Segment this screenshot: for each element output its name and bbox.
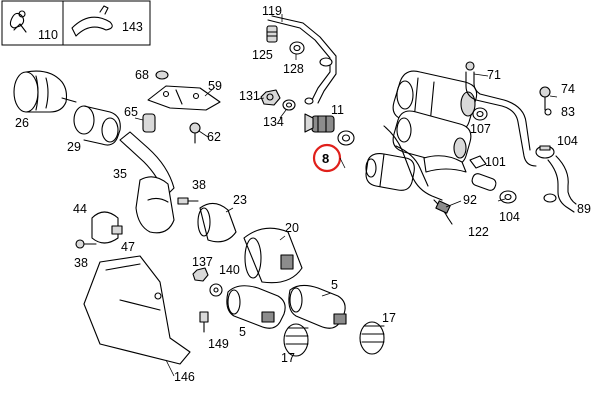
- clip-part-icon: [9, 10, 27, 33]
- callout-5-left: 5: [239, 325, 246, 339]
- callout-38-upper: 38: [192, 178, 206, 192]
- callout-68: 68: [135, 68, 149, 82]
- bolt-74: [539, 86, 551, 111]
- callout-59: 59: [208, 79, 222, 93]
- fuel-filter-20: [243, 227, 303, 284]
- callout-143: 143: [122, 20, 143, 34]
- washer-128: [289, 41, 305, 55]
- callout-119: 119: [262, 4, 282, 18]
- callout-140: 140: [219, 263, 240, 277]
- callout-149: 149: [208, 337, 229, 351]
- washer-134: [282, 99, 296, 111]
- sleeve-23: [197, 202, 237, 243]
- callout-38-lower: 38: [74, 256, 88, 270]
- callout-62: 62: [207, 130, 221, 144]
- callout-20: 20: [285, 221, 299, 235]
- callout-83: 83: [561, 105, 575, 119]
- callout-128: 128: [283, 62, 304, 76]
- callout-104-upper: 104: [557, 134, 578, 148]
- hose-89: [543, 155, 577, 213]
- clamp-44: [91, 211, 123, 244]
- lock-washer-140: [209, 283, 223, 297]
- callout-26: 26: [15, 116, 29, 130]
- callout-8: 8: [322, 151, 329, 166]
- fuel-pump-5-right: [288, 284, 347, 329]
- callout-122: 122: [468, 225, 489, 239]
- fuel-pump-5-left: [226, 285, 286, 329]
- callout-44: 44: [73, 202, 87, 216]
- banjo-bolt-125: [266, 25, 278, 43]
- callout-137: 137: [192, 255, 213, 269]
- screw-149: [199, 311, 209, 333]
- callout-104-lower: 104: [499, 210, 520, 224]
- callout-65: 65: [124, 105, 138, 119]
- damper-17-right: [359, 321, 385, 355]
- clamp-104-upper: [535, 145, 555, 159]
- hose-clamp-group: [423, 155, 487, 173]
- nut-137: [192, 267, 209, 282]
- legend-panel: 110 143: [1, 0, 151, 46]
- callout-29: 29: [67, 140, 81, 154]
- callout-71: 71: [487, 68, 501, 82]
- clamp-107: [472, 107, 488, 121]
- callout-11: 11: [331, 103, 344, 117]
- wiring-92: [383, 125, 453, 225]
- fuel-line-119: [267, 15, 337, 105]
- callout-17-left: 17: [281, 351, 295, 365]
- screw-38-upper: [177, 197, 199, 205]
- bracket-35: [119, 131, 175, 234]
- callout-89: 89: [577, 202, 591, 216]
- callout-74: 74: [561, 82, 575, 96]
- callout-23: 23: [233, 193, 247, 207]
- bracket-59: [147, 85, 221, 111]
- cable-tie-part-icon: [71, 5, 113, 37]
- leader-lines: [134, 54, 558, 377]
- callout-47: 47: [121, 240, 135, 254]
- callout-35: 35: [113, 167, 127, 181]
- fitting-11: [304, 113, 335, 133]
- callout-131: 131: [239, 89, 260, 103]
- callout-146: 146: [174, 370, 195, 384]
- callout-134: 134: [263, 115, 284, 129]
- damper-65: [142, 113, 156, 133]
- fuel-pump-lower: [365, 153, 415, 191]
- callout-92: 92: [463, 193, 477, 207]
- bolt-83: [544, 108, 552, 116]
- screw-62: [189, 122, 201, 144]
- sleeve-29: [73, 105, 121, 146]
- fuel-pump-middle: [392, 110, 472, 166]
- clamp-104-lower: [499, 190, 517, 204]
- cover-plate-146: [83, 255, 191, 365]
- hose-71: [465, 61, 537, 167]
- callout-5-right: 5: [331, 278, 338, 292]
- nut-131: [260, 89, 281, 106]
- callout-125: 125: [252, 48, 273, 62]
- callout-101: 101: [485, 155, 506, 169]
- sealing-ring-8: [337, 130, 355, 146]
- callout-17-right: 17: [382, 311, 396, 325]
- rubber-boot-26: [13, 70, 77, 113]
- callout-110: 110: [38, 28, 58, 42]
- callout-107: 107: [470, 122, 491, 136]
- grommet-68: [155, 70, 169, 80]
- screw-38-lower: [75, 239, 97, 249]
- pipe-101: [471, 173, 497, 191]
- damper-17-left: [283, 323, 309, 357]
